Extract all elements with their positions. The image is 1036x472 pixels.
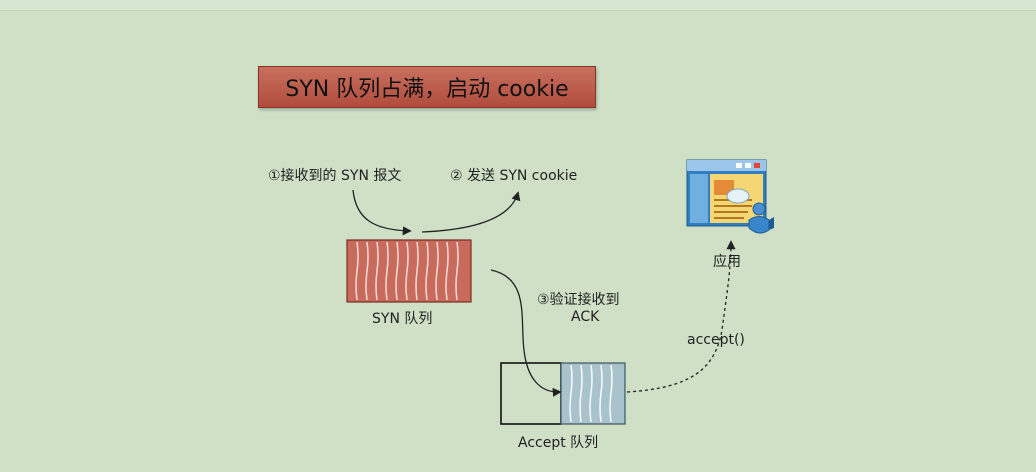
accept-queue-label: Accept 队列 bbox=[518, 435, 599, 451]
app-label: 应用 bbox=[713, 254, 741, 270]
step3-ack-label: ACK bbox=[571, 309, 600, 325]
arrow-syn-cookie bbox=[421, 191, 521, 233]
accept-call-label: accept() bbox=[687, 332, 745, 348]
syn-queue-slots bbox=[355, 241, 459, 301]
step1-label: ①接收到的 SYN 报文 bbox=[268, 168, 402, 184]
application-window-user-icon bbox=[686, 159, 774, 234]
syn-queue-label: SYN 队列 bbox=[372, 311, 433, 327]
arrow-ack-to-accept bbox=[490, 269, 562, 397]
arrow-syn-in bbox=[352, 189, 412, 236]
slide-title: SYN 队列占满，启动 cookie bbox=[258, 66, 596, 108]
arrow-accept-call bbox=[626, 240, 736, 393]
top-strip bbox=[0, 0, 1036, 11]
step3-label: ③验证接收到 bbox=[537, 292, 620, 308]
syn-queue bbox=[346, 239, 472, 303]
accept-queue bbox=[500, 362, 626, 425]
accept-queue-slots bbox=[569, 364, 613, 423]
step2-label: ② 发送 SYN cookie bbox=[450, 168, 578, 184]
